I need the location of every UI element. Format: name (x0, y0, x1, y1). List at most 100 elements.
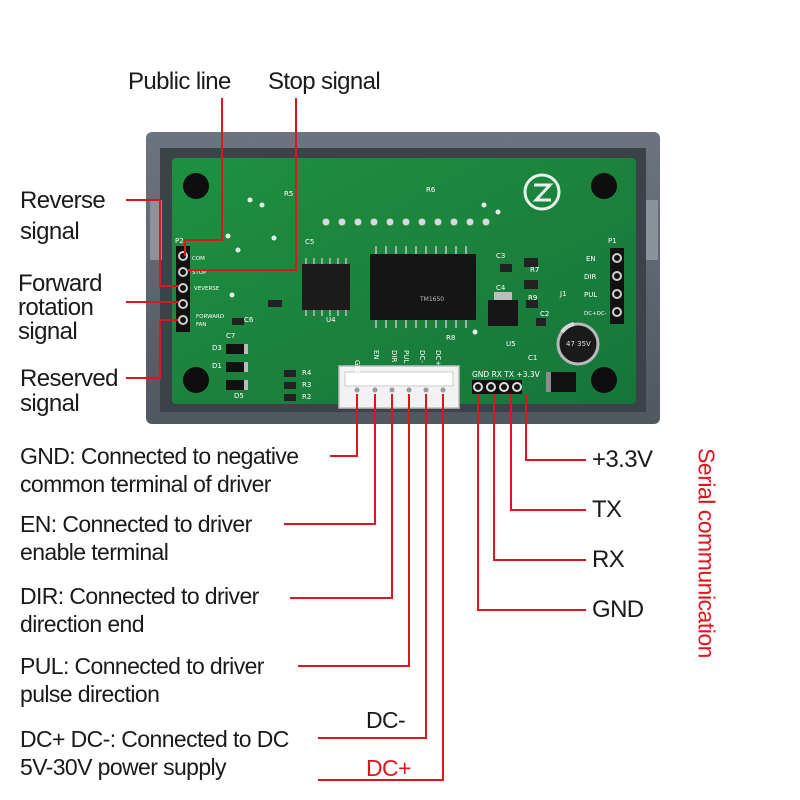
silk-serial-header: GND RX TX +3.3V (472, 370, 541, 379)
serial-header-pins (472, 380, 522, 394)
leader-pul (298, 394, 410, 667)
label-dc-plus: DC+ (366, 755, 411, 781)
mounting-hole (183, 367, 209, 393)
leader-serial-gnd (477, 394, 586, 611)
silkscreen-text: P2 COM STOP VEVERSE FORWARD FAN R5 R6 C5… (175, 186, 617, 401)
leader-en (284, 394, 376, 525)
label-dir-line1: DIR: Connected to driver (20, 583, 259, 609)
silk-ic-text: TM1650 (419, 296, 444, 303)
mounting-hole (183, 173, 209, 199)
label-dc-minus: DC- (366, 707, 406, 733)
mounting-hole (591, 367, 617, 393)
silk-com: COM (192, 256, 205, 262)
silk-dcminus-conn: DC- (418, 350, 426, 363)
mounting-hole (591, 173, 617, 199)
label-reverse-signal-line2: signal (20, 218, 80, 245)
leader-tx (510, 394, 586, 511)
pin-row-top (322, 218, 490, 226)
silk-veverse: VEVERSE (194, 286, 220, 292)
leader-dc-minus (318, 394, 427, 739)
silk-c6: C6 (244, 316, 254, 324)
silk-cap-text: 47 35V (566, 340, 591, 348)
leader-rx (493, 394, 586, 561)
label-serial-gnd: GND (592, 596, 644, 623)
silk-p2: P2 (175, 237, 184, 245)
diode-band (546, 372, 551, 392)
leader-3v3 (525, 394, 586, 461)
capacitor-stripe (560, 322, 575, 334)
label-serial-rx: RX (592, 546, 625, 573)
silk-fan: FAN (196, 322, 207, 328)
silk-r3: R3 (302, 381, 311, 389)
leader-public-line (184, 98, 223, 256)
label-serial-tx: TX (592, 496, 622, 523)
label-dc-line2: 5V-30V power supply (20, 754, 227, 780)
label-reserved-line1: Reserved (20, 365, 119, 392)
silk-gnd: GND (353, 360, 361, 376)
label-forward-line2: rotation (18, 294, 94, 321)
silk-r4: R4 (302, 369, 312, 377)
leader-reverse (126, 199, 178, 287)
connector-power-pins (354, 387, 446, 393)
silk-r7: R7 (530, 266, 539, 274)
leader-dc-plus (318, 394, 444, 781)
silk-d5: D5 (234, 392, 244, 400)
leader-reserved (126, 319, 178, 379)
diodes-left (226, 344, 248, 390)
label-en-line1: EN: Connected to driver (20, 511, 252, 537)
label-reverse-signal-line1: Reverse (20, 187, 106, 214)
label-serial-3v3: +3.3V (592, 446, 653, 473)
regulator-u5 (488, 300, 518, 326)
leader-dir (290, 394, 393, 599)
label-pul-line2: pulse direction (20, 681, 160, 707)
label-en-line2: enable terminal (20, 539, 169, 565)
enclosure-latch-right (646, 200, 658, 260)
vias (225, 197, 501, 335)
silk-pul: PUL (584, 291, 597, 299)
silk-r6: R6 (426, 186, 436, 194)
silkscreen-connector-labels: GND EN DIR PUL DC- DC+ (353, 350, 442, 376)
leader-stop-signal (188, 98, 297, 271)
silk-d1: D1 (212, 362, 222, 370)
silk-u4: U4 (326, 316, 336, 324)
silk-p1: P1 (608, 237, 617, 245)
silk-r5: R5 (284, 190, 293, 198)
label-stop-signal: Stop signal (268, 68, 381, 95)
label-serial-communication-wrap: Serial communication (688, 428, 724, 678)
smd-part (536, 318, 546, 326)
chip-u4-legs (305, 258, 347, 316)
label-dc-line1: DC+ DC-: Connected to DC (20, 726, 289, 752)
silk-c3: C3 (496, 252, 505, 260)
chip-main-legs (375, 246, 467, 328)
leader-gnd (330, 394, 358, 457)
label-forward-line3: signal (18, 318, 78, 345)
chip-u4 (302, 264, 350, 310)
silk-c2: C2 (540, 310, 549, 318)
silk-r9: R9 (528, 294, 537, 302)
header-p1-pins (612, 253, 622, 317)
smd-part (526, 300, 538, 308)
silk-c4: C4 (496, 284, 506, 292)
capacitor-47uf (556, 322, 600, 366)
diode-d1 (546, 372, 576, 392)
resistors-left (232, 300, 296, 401)
header-p1 (610, 248, 624, 324)
silk-en: EN (586, 255, 596, 263)
logo-mark-z (532, 183, 554, 202)
label-forward-line1: Forward (18, 270, 102, 297)
label-reserved-line2: signal (20, 390, 80, 417)
label-gnd-line1: GND: Connected to negative (20, 443, 299, 469)
silk-forward: FORWARD (196, 314, 224, 320)
smd-part (500, 264, 512, 272)
label-gnd-line2: common terminal of driver (20, 471, 271, 497)
label-dir-line2: direction end (20, 611, 145, 637)
smd-part (524, 280, 538, 289)
label-pul-line1: PUL: Connected to driver (20, 653, 264, 679)
label-public-line: Public line (128, 68, 231, 95)
silk-r8: R8 (446, 334, 455, 342)
regulator-tab (494, 292, 512, 300)
label-serial-communication: Serial communication (693, 448, 720, 658)
silk-dcplus-conn: DC+ (434, 350, 442, 366)
